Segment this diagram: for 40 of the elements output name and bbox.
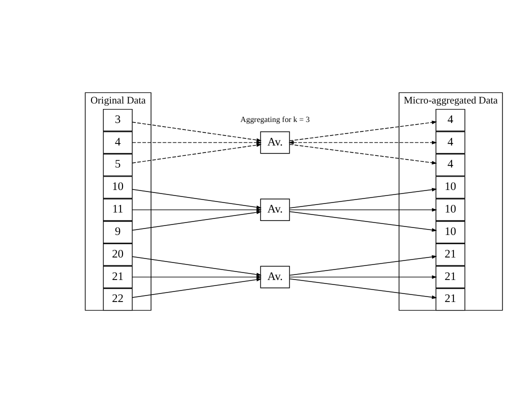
arrow	[132, 210, 262, 230]
node-box: 11	[102, 198, 133, 221]
arrow	[132, 277, 262, 298]
node-box: 20	[102, 242, 133, 266]
node-box: 9	[102, 220, 133, 243]
arrow	[289, 210, 437, 232]
node-box: Av.	[260, 265, 290, 288]
arrow	[289, 278, 437, 298]
arrow	[289, 187, 437, 208]
node-box: 10	[436, 198, 466, 221]
arrow	[289, 274, 437, 278]
arrow	[289, 208, 437, 212]
arrow	[132, 140, 262, 144]
node-box: 21	[436, 242, 466, 266]
arrow	[132, 121, 262, 142]
node-box: 22	[102, 288, 133, 310]
node-box: Av.	[260, 198, 290, 221]
arrow	[132, 274, 262, 278]
arrow	[289, 144, 437, 164]
arrow	[132, 188, 262, 209]
arrow	[132, 256, 262, 276]
arrow	[132, 208, 262, 212]
node-box: 4	[436, 153, 466, 176]
node-box: 10	[436, 220, 466, 243]
node-box: 21	[436, 265, 466, 288]
node-box: 5	[102, 153, 133, 176]
arrow	[289, 254, 437, 276]
arrow	[289, 120, 437, 141]
node-box: 10	[436, 176, 466, 198]
arrow	[288, 140, 437, 144]
node-box: 3	[102, 108, 133, 131]
node-box: 4	[436, 108, 466, 131]
node-box: 10	[102, 176, 133, 198]
node-box: 21	[102, 265, 133, 288]
node-box: 4	[102, 130, 133, 154]
label: Aggregating for k = 3	[240, 114, 310, 124]
node-box: Av.	[260, 130, 290, 154]
node-box: 4	[436, 130, 466, 154]
node-box: 21	[436, 288, 466, 310]
arrow	[132, 142, 262, 163]
